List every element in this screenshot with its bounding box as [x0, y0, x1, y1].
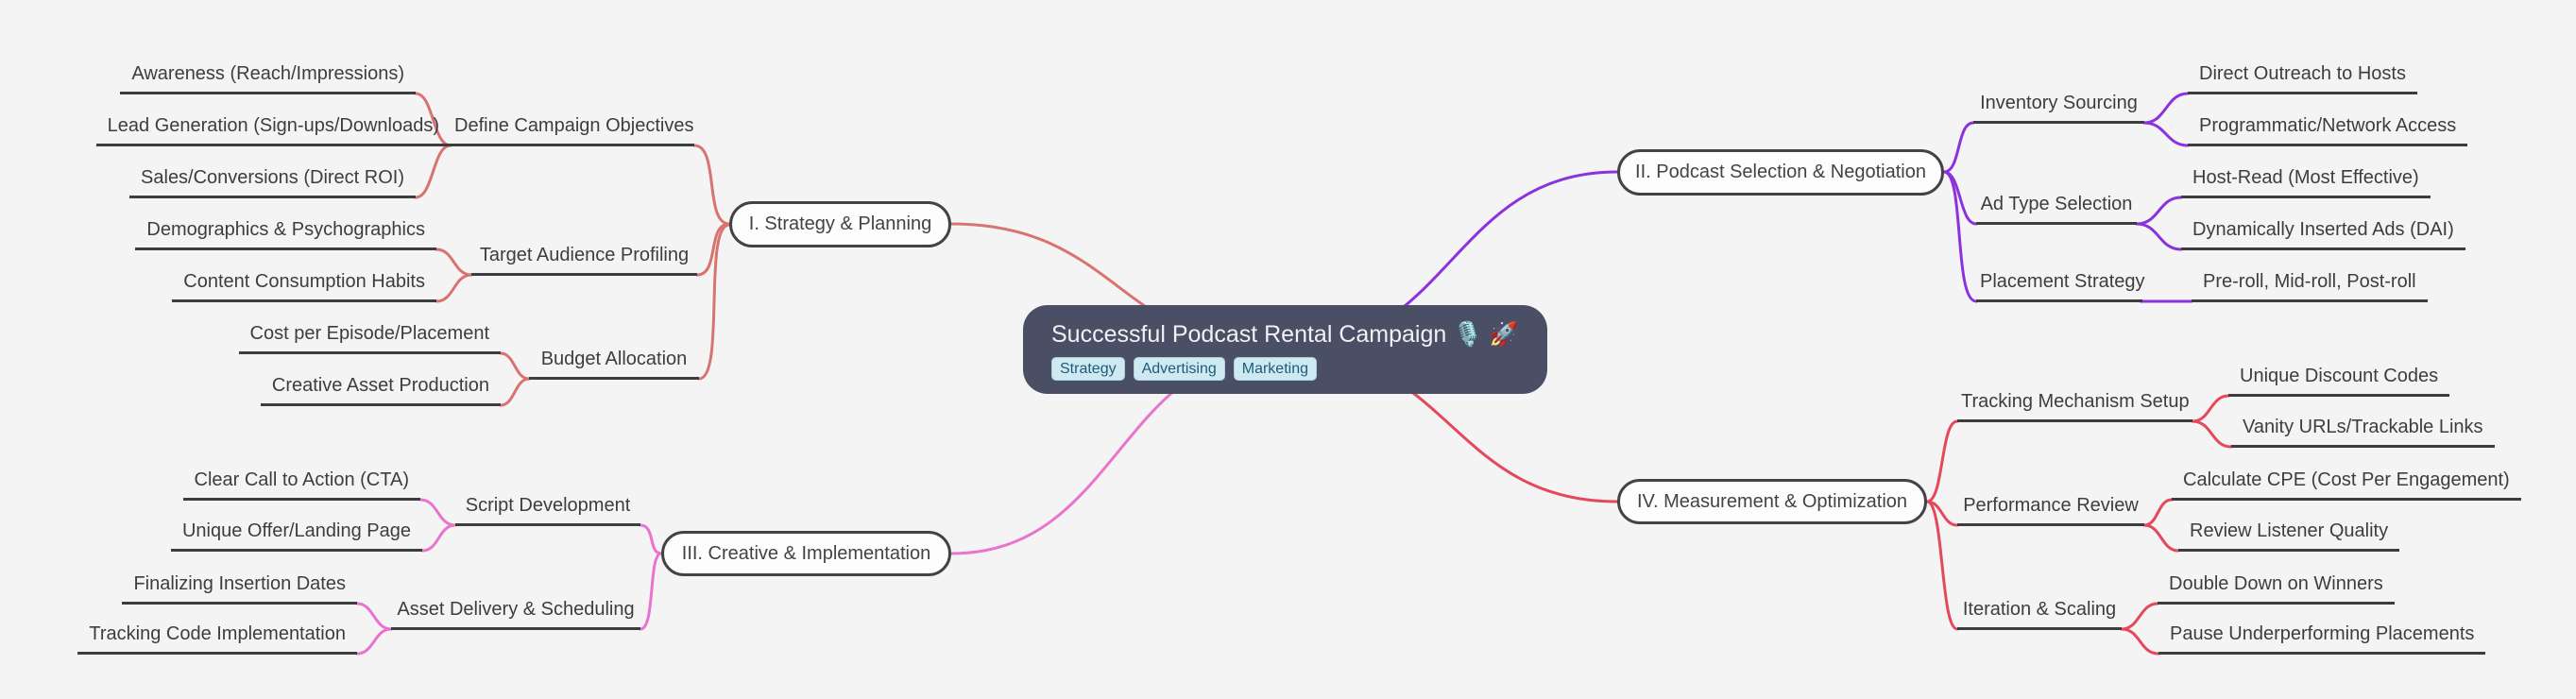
link-adtype-hostread	[2135, 196, 2183, 226]
central-title: Successful Podcast Rental Campaign 🎙️ 🚀	[1051, 320, 1519, 348]
node-ad-type-selection[interactable]: Ad Type Selection	[1976, 187, 2137, 225]
link-branch4-iteration	[1925, 500, 1959, 631]
node-clear-cta[interactable]: Clear Call to Action (CTA)	[182, 463, 420, 501]
node-awareness[interactable]: Awareness (Reach/Impressions)	[120, 57, 416, 94]
node-strategy-planning[interactable]: I. Strategy & Planning	[729, 201, 951, 247]
link-branch2-placement	[1942, 170, 1978, 303]
central-node[interactable]: Successful Podcast Rental Campaign 🎙️ 🚀 …	[1023, 305, 1547, 394]
link-asset-trackingcode	[355, 627, 393, 656]
central-tags: Strategy Advertising Marketing	[1051, 356, 1519, 381]
node-calculate-cpe[interactable]: Calculate CPE (Cost Per Engagement)	[2172, 463, 2521, 501]
node-cost-per-episode[interactable]: Cost per Episode/Placement	[238, 316, 501, 354]
link-iteration-double	[2120, 602, 2159, 631]
link-iteration-pause	[2120, 627, 2160, 656]
link-script-offer	[420, 523, 457, 553]
node-double-down[interactable]: Double Down on Winners	[2158, 567, 2395, 605]
link-branch4-tracking	[1925, 419, 1959, 503]
node-script-development[interactable]: Script Development	[455, 488, 640, 526]
link-tracking-vanity	[2191, 419, 2233, 449]
node-target-audience[interactable]: Target Audience Profiling	[471, 238, 697, 276]
node-creative-asset[interactable]: Creative Asset Production	[260, 368, 501, 406]
node-dai[interactable]: Dynamically Inserted Ads (DAI)	[2181, 213, 2465, 250]
link-script-cta	[418, 498, 457, 527]
tag-strategy: Strategy	[1051, 356, 1125, 381]
link-branch3-asset	[639, 552, 663, 631]
link-branch1-objectives	[692, 144, 731, 226]
link-branch2-inventory	[1942, 121, 1975, 174]
link-branch1-audience	[695, 222, 731, 277]
node-content-habits[interactable]: Content Consumption Habits	[172, 264, 436, 302]
node-insertion-dates[interactable]: Finalizing Insertion Dates	[122, 567, 357, 605]
tag-marketing: Marketing	[1233, 356, 1317, 381]
node-tracking-code[interactable]: Tracking Code Implementation	[77, 617, 357, 655]
node-tracking-setup[interactable]: Tracking Mechanism Setup	[1957, 384, 2192, 422]
link-branch1-budget	[697, 223, 731, 381]
node-define-objectives[interactable]: Define Campaign Objectives	[451, 109, 694, 146]
node-programmatic[interactable]: Programmatic/Network Access	[2188, 109, 2468, 146]
link-asset-dates	[355, 602, 393, 631]
node-asset-delivery[interactable]: Asset Delivery & Scheduling	[391, 592, 640, 630]
link-audience-demographics	[435, 247, 473, 277]
link-budget-cost	[499, 351, 531, 381]
link-inventory-outreach	[2142, 92, 2190, 125]
link-audience-content	[435, 273, 473, 303]
node-host-read[interactable]: Host-Read (Most Effective)	[2181, 161, 2431, 198]
node-inventory-sourcing[interactable]: Inventory Sourcing	[1973, 86, 2144, 124]
link-branch3-script	[639, 523, 663, 555]
node-pause-placements[interactable]: Pause Underperforming Placements	[2158, 617, 2486, 655]
node-direct-outreach[interactable]: Direct Outreach to Hosts	[2188, 57, 2417, 94]
link-inventory-programmatic	[2142, 121, 2190, 147]
node-creative-implementation[interactable]: III. Creative & Implementation	[661, 531, 951, 576]
node-podcast-selection[interactable]: II. Podcast Selection & Negotiation	[1617, 149, 1944, 196]
node-preroll-midroll[interactable]: Pre-roll, Mid-roll, Post-roll	[2192, 264, 2428, 302]
link-branch2-adtype	[1942, 170, 1978, 226]
node-sales-conversions[interactable]: Sales/Conversions (Direct ROI)	[129, 161, 416, 198]
node-measurement-optimization[interactable]: IV. Measurement & Optimization	[1617, 479, 1927, 524]
node-demographics[interactable]: Demographics & Psychographics	[135, 213, 436, 250]
link-performance-quality	[2142, 523, 2180, 553]
link-budget-creative	[499, 377, 531, 407]
node-iteration-scaling[interactable]: Iteration & Scaling	[1957, 592, 2122, 630]
link-objectives-sales	[414, 144, 452, 199]
node-listener-quality[interactable]: Review Listener Quality	[2178, 514, 2400, 552]
link-performance-cpe	[2142, 498, 2174, 527]
rocket-icon: 🚀	[1489, 320, 1519, 348]
node-discount-codes[interactable]: Unique Discount Codes	[2228, 359, 2450, 397]
node-performance-review[interactable]: Performance Review	[1957, 488, 2144, 526]
node-budget-allocation[interactable]: Budget Allocation	[529, 342, 699, 380]
node-unique-offer[interactable]: Unique Offer/Landing Page	[170, 514, 422, 552]
link-adtype-dai	[2135, 222, 2183, 251]
microphone-icon: 🎙️	[1453, 320, 1483, 348]
node-lead-generation[interactable]: Lead Generation (Sign-ups/Downloads)	[95, 109, 451, 146]
node-vanity-urls[interactable]: Vanity URLs/Trackable Links	[2231, 410, 2495, 448]
node-placement-strategy[interactable]: Placement Strategy	[1976, 264, 2145, 302]
tag-advertising: Advertising	[1133, 356, 1225, 381]
link-tracking-discount	[2191, 394, 2230, 423]
